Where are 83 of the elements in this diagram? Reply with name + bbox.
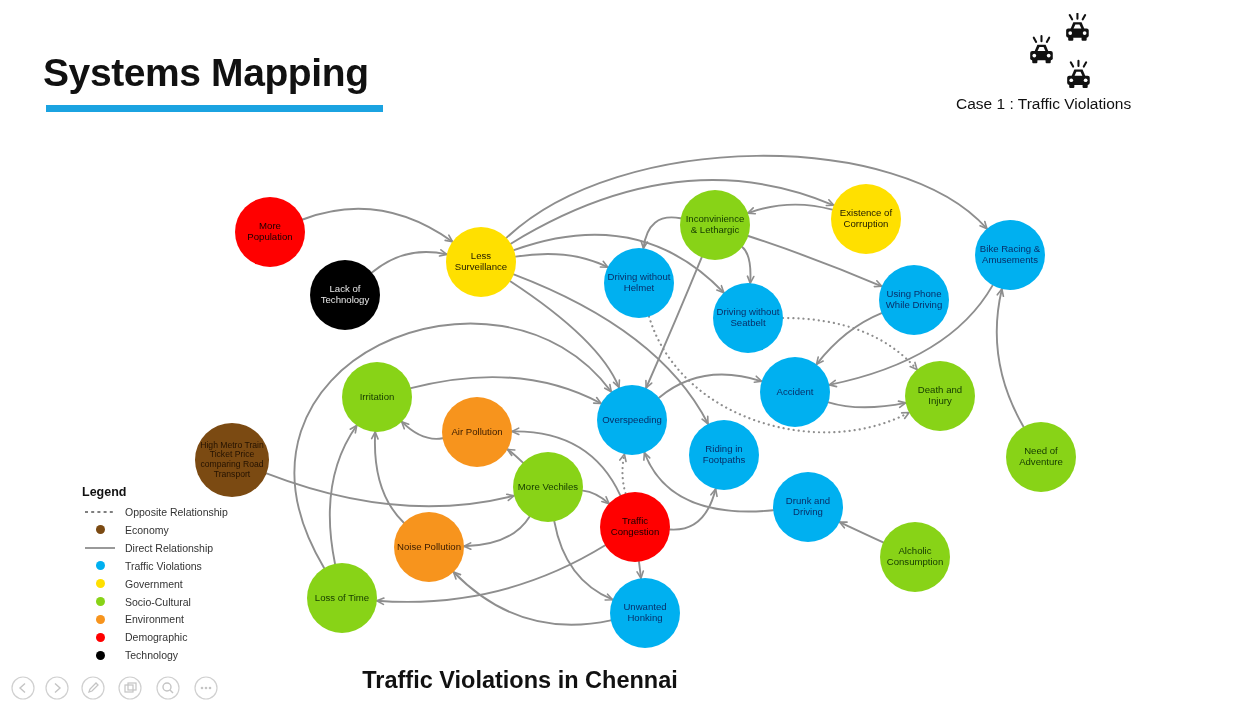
- arrow: [747, 235, 883, 288]
- arrow: [512, 273, 709, 425]
- node-label: Less Surveillance: [453, 251, 509, 273]
- arrow: [828, 284, 994, 388]
- factor-circle: [604, 248, 674, 318]
- legend-label: Technology: [125, 649, 179, 662]
- dotted-arrow: [619, 453, 627, 495]
- node-label: Bike Racing & Amusements: [978, 244, 1042, 266]
- node-label: Lack of Technology: [319, 284, 371, 306]
- node-label: Accident: [776, 386, 814, 398]
- arrow: [463, 515, 531, 550]
- factor-circle: [597, 385, 667, 455]
- node-label: Using Phone While Driving: [884, 289, 944, 311]
- arrow: [370, 249, 448, 274]
- node-label: Need of Adventure: [1018, 446, 1064, 468]
- arrow: [509, 179, 835, 245]
- diagram-caption: Traffic Violations in Chennai: [362, 668, 678, 694]
- dotted-arrow: [647, 315, 911, 434]
- legend-label: Socio-Cultural: [125, 595, 191, 608]
- arrow: [409, 376, 603, 405]
- arrow: [509, 280, 620, 389]
- arrow: [741, 246, 755, 285]
- case-label: Case 1 : Traffic Violations: [956, 95, 1132, 113]
- factor-circle: [760, 357, 830, 427]
- node-label: Traffic Congestion: [609, 516, 661, 538]
- arrow: [328, 424, 358, 565]
- node-label: Air Pollution: [451, 426, 503, 438]
- arrow: [581, 489, 610, 505]
- arrow: [668, 488, 718, 531]
- arrow: [995, 288, 1025, 428]
- factor-circle: [879, 265, 949, 335]
- node-label: Driving without Seatbelt: [716, 307, 780, 329]
- node-label: Death and Injury: [916, 385, 964, 407]
- arrow: [400, 420, 444, 440]
- legend-label: Environment: [125, 613, 184, 626]
- arrow: [643, 451, 775, 513]
- arrow: [746, 203, 834, 215]
- arrow: [827, 400, 907, 409]
- node-label: Inconvinience & Lethargic: [684, 214, 746, 236]
- arrow: [375, 544, 607, 605]
- node-label: High Metro Train Ticket Price comparing Road Transport: [199, 440, 265, 480]
- arrow: [645, 256, 703, 389]
- arrow: [636, 560, 645, 580]
- arrow: [658, 373, 763, 399]
- factor-circle: [680, 190, 750, 260]
- legend-label: Opposite Relationship: [125, 506, 228, 518]
- legend-label: Economy: [125, 523, 169, 536]
- arrow: [815, 312, 883, 366]
- arrow: [838, 521, 885, 544]
- factor-circle: [513, 452, 583, 522]
- node-label: Driving without Helmet: [607, 272, 671, 294]
- legend-label: Traffic Violations: [125, 559, 202, 572]
- arrow: [514, 253, 609, 269]
- arrow: [293, 322, 613, 569]
- node-label: Riding in Footpaths: [701, 444, 747, 466]
- factor-circle: [342, 362, 412, 432]
- arrow: [505, 154, 988, 239]
- node-label: More Population: [246, 221, 294, 243]
- arrow: [265, 472, 516, 508]
- node-label: Noise Pollution: [397, 541, 461, 553]
- arrow: [452, 571, 612, 626]
- node-label: Irritation: [359, 391, 395, 403]
- legend-title: Legend: [82, 485, 127, 500]
- node-label: Unwanted Honking: [622, 602, 668, 624]
- legend-label: Direct Relationship: [125, 541, 214, 554]
- arrow: [371, 431, 405, 524]
- legend-label: Demographic: [125, 631, 188, 644]
- node-label: More Vechiles: [517, 481, 579, 493]
- arrow: [506, 448, 524, 464]
- factor-circle: [394, 512, 464, 582]
- node-label: Existence of Corruption: [838, 208, 894, 230]
- arrow: [511, 427, 622, 497]
- node-label: Loss of Time: [314, 592, 370, 604]
- arrow: [553, 520, 614, 601]
- page-title: Systems Mapping: [43, 53, 369, 92]
- arrow: [301, 207, 454, 243]
- arrow: [512, 233, 725, 294]
- node-label: Alcholic Consumption: [885, 546, 945, 568]
- legend-label: Government: [125, 577, 183, 590]
- factor-circle: [446, 227, 516, 297]
- node-label: Drunk and Driving: [784, 496, 832, 518]
- arrow: [640, 216, 682, 250]
- node-label: Overspeeding: [602, 414, 662, 426]
